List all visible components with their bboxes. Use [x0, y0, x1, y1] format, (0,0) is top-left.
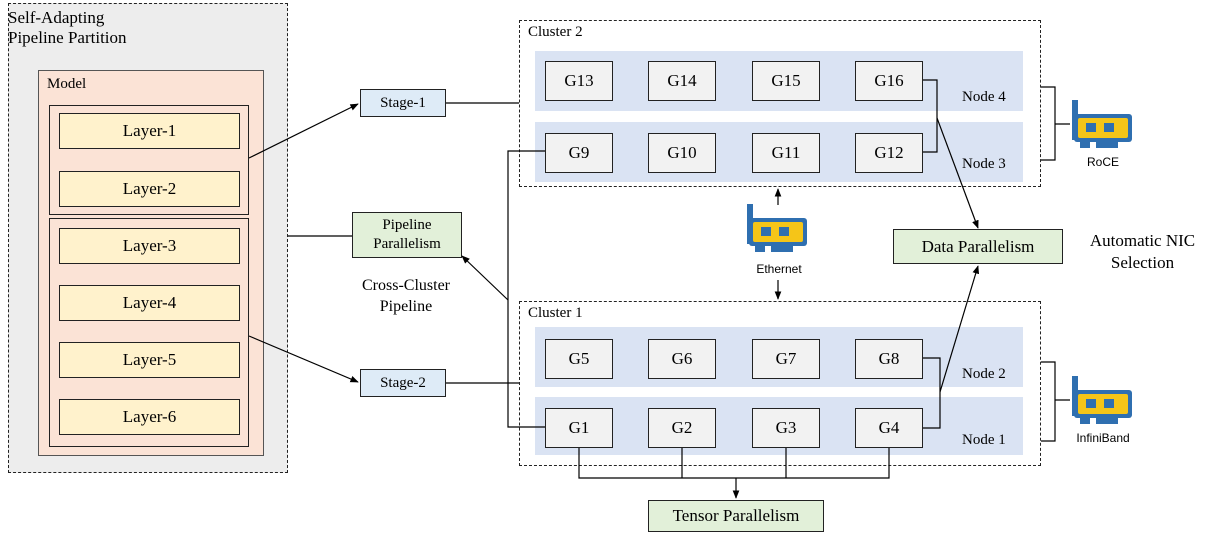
- gpu-g10: G10: [648, 133, 716, 173]
- stage-2-box: Stage-2: [360, 369, 446, 397]
- layer-3: Layer-3: [59, 228, 240, 264]
- gpu-g14: G14: [648, 61, 716, 101]
- cross-cluster-pipeline-label: Cross-Cluster Pipeline: [362, 277, 450, 315]
- infiniband-label: InfiniBand: [1076, 431, 1130, 445]
- cluster-1-label: Cluster 1: [528, 305, 583, 321]
- pipeline-parallelism-box: Pipeline Parallelism: [352, 212, 462, 258]
- pipeline-partition-title: Self-Adapting Pipeline Partition: [8, 8, 127, 48]
- stage-1-box: Stage-1: [360, 89, 446, 117]
- gpu-g15: G15: [752, 61, 820, 101]
- ethernet-nic-icon: [747, 204, 807, 252]
- model-label: Model: [47, 76, 87, 92]
- gpu-g12: G12: [855, 133, 923, 173]
- gpu-g5: G5: [545, 339, 613, 379]
- gpu-g1: G1: [545, 408, 613, 448]
- roce-nic-icon: [1072, 100, 1132, 148]
- infiniband-brace: [1041, 361, 1070, 442]
- gpu-g4: G4: [855, 408, 923, 448]
- automatic-nic-selection-label: Automatic NIC Selection: [1089, 231, 1196, 273]
- gpu-g3: G3: [752, 408, 820, 448]
- roce-label: RoCE: [1086, 155, 1119, 169]
- infiniband-nic-icon: [1072, 376, 1132, 424]
- layer-5: Layer-5: [59, 342, 240, 378]
- stage2-layer-group: [49, 218, 249, 447]
- gpu-g13: G13: [545, 61, 613, 101]
- gpu-g7: G7: [752, 339, 820, 379]
- gpu-g2: G2: [648, 408, 716, 448]
- cluster-2-label: Cluster 2: [528, 24, 583, 40]
- ethernet-label: Ethernet: [756, 262, 802, 276]
- tensor-parallelism-box: Tensor Parallelism: [648, 500, 824, 532]
- node-4-label: Node 4: [962, 89, 1006, 105]
- node-1-label: Node 1: [962, 432, 1006, 448]
- layer-4: Layer-4: [59, 285, 240, 321]
- stage1-layer-group: [49, 105, 249, 215]
- node-2-label: Node 2: [962, 366, 1006, 382]
- layer-6: Layer-6: [59, 399, 240, 435]
- data-parallelism-box: Data Parallelism: [893, 229, 1063, 264]
- node-3-label: Node 3: [962, 156, 1006, 172]
- gpu-g16: G16: [855, 61, 923, 101]
- gpu-g11: G11: [752, 133, 820, 173]
- gpu-g9: G9: [545, 133, 613, 173]
- roce-brace: [1041, 86, 1070, 161]
- layer-1: Layer-1: [59, 113, 240, 149]
- gpu-g6: G6: [648, 339, 716, 379]
- gpu-g8: G8: [855, 339, 923, 379]
- layer-2: Layer-2: [59, 171, 240, 207]
